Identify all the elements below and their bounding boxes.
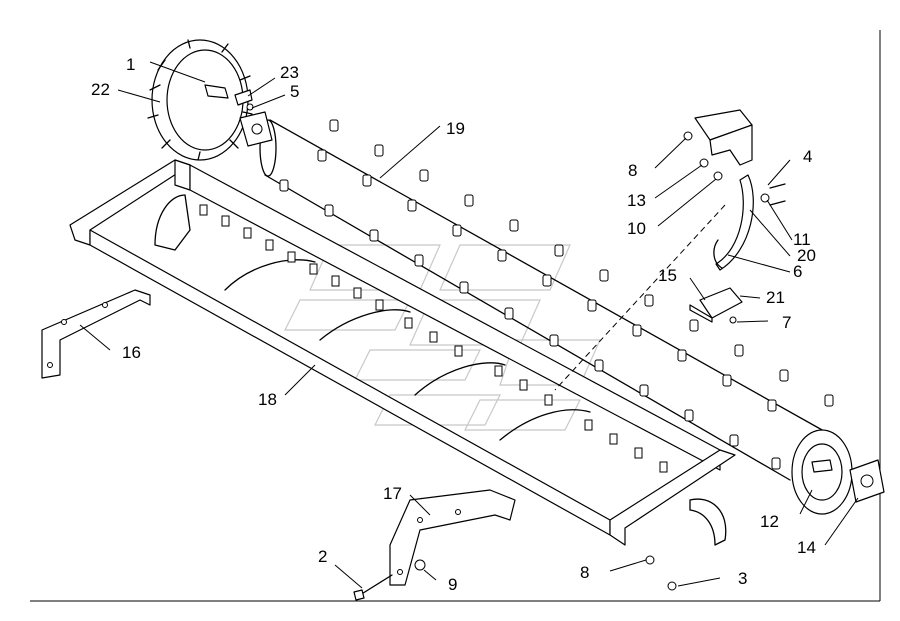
callout-15: 15 xyxy=(658,266,677,285)
callout-4: 4 xyxy=(803,147,812,166)
bracket-small-23 xyxy=(234,89,254,111)
nut-8-lower xyxy=(645,555,655,565)
leader-lines xyxy=(79,61,859,589)
callout-8-lower: 8 xyxy=(580,563,589,582)
roller-drum xyxy=(259,119,853,515)
callout-labels: 1 2 3 4 5 6 7 8 8 9 10 11 12 13 14 15 16… xyxy=(91,55,816,594)
callout-19: 19 xyxy=(446,119,465,138)
callout-2: 2 xyxy=(318,547,327,566)
frame-border xyxy=(30,30,881,602)
callout-23: 23 xyxy=(280,63,299,82)
mounting-bracket-17 xyxy=(389,489,516,586)
bolt-3 xyxy=(667,581,677,591)
callout-7: 7 xyxy=(782,313,791,332)
callout-21: 21 xyxy=(766,288,785,307)
main-frame xyxy=(69,159,736,546)
callout-1: 1 xyxy=(126,55,135,74)
drum-studs xyxy=(279,119,834,470)
nut-9 xyxy=(414,559,426,571)
callout-16: 16 xyxy=(122,343,141,362)
callout-8-upper: 8 xyxy=(628,161,637,180)
scraper-bracket-assembly xyxy=(683,109,786,324)
callout-11: 11 xyxy=(793,230,811,249)
callout-9: 9 xyxy=(448,575,457,594)
bearing-housing-left xyxy=(239,111,273,147)
callout-12: 12 xyxy=(760,512,779,531)
callout-17: 17 xyxy=(383,484,402,503)
callout-14: 14 xyxy=(797,538,816,557)
bolt-2 xyxy=(353,574,393,601)
callout-6: 6 xyxy=(793,262,802,281)
callout-18: 18 xyxy=(258,390,277,409)
callout-22: 22 xyxy=(91,80,110,99)
mounting-bracket-16 xyxy=(41,289,151,379)
bearing-housing-right xyxy=(849,459,885,503)
callout-20: 20 xyxy=(797,246,816,265)
assembly-axis-line xyxy=(554,204,726,391)
callout-5: 5 xyxy=(290,82,299,101)
callout-13: 13 xyxy=(627,191,646,210)
frame-tines xyxy=(199,204,668,473)
callout-10: 10 xyxy=(627,219,646,238)
callout-3: 3 xyxy=(738,569,747,588)
